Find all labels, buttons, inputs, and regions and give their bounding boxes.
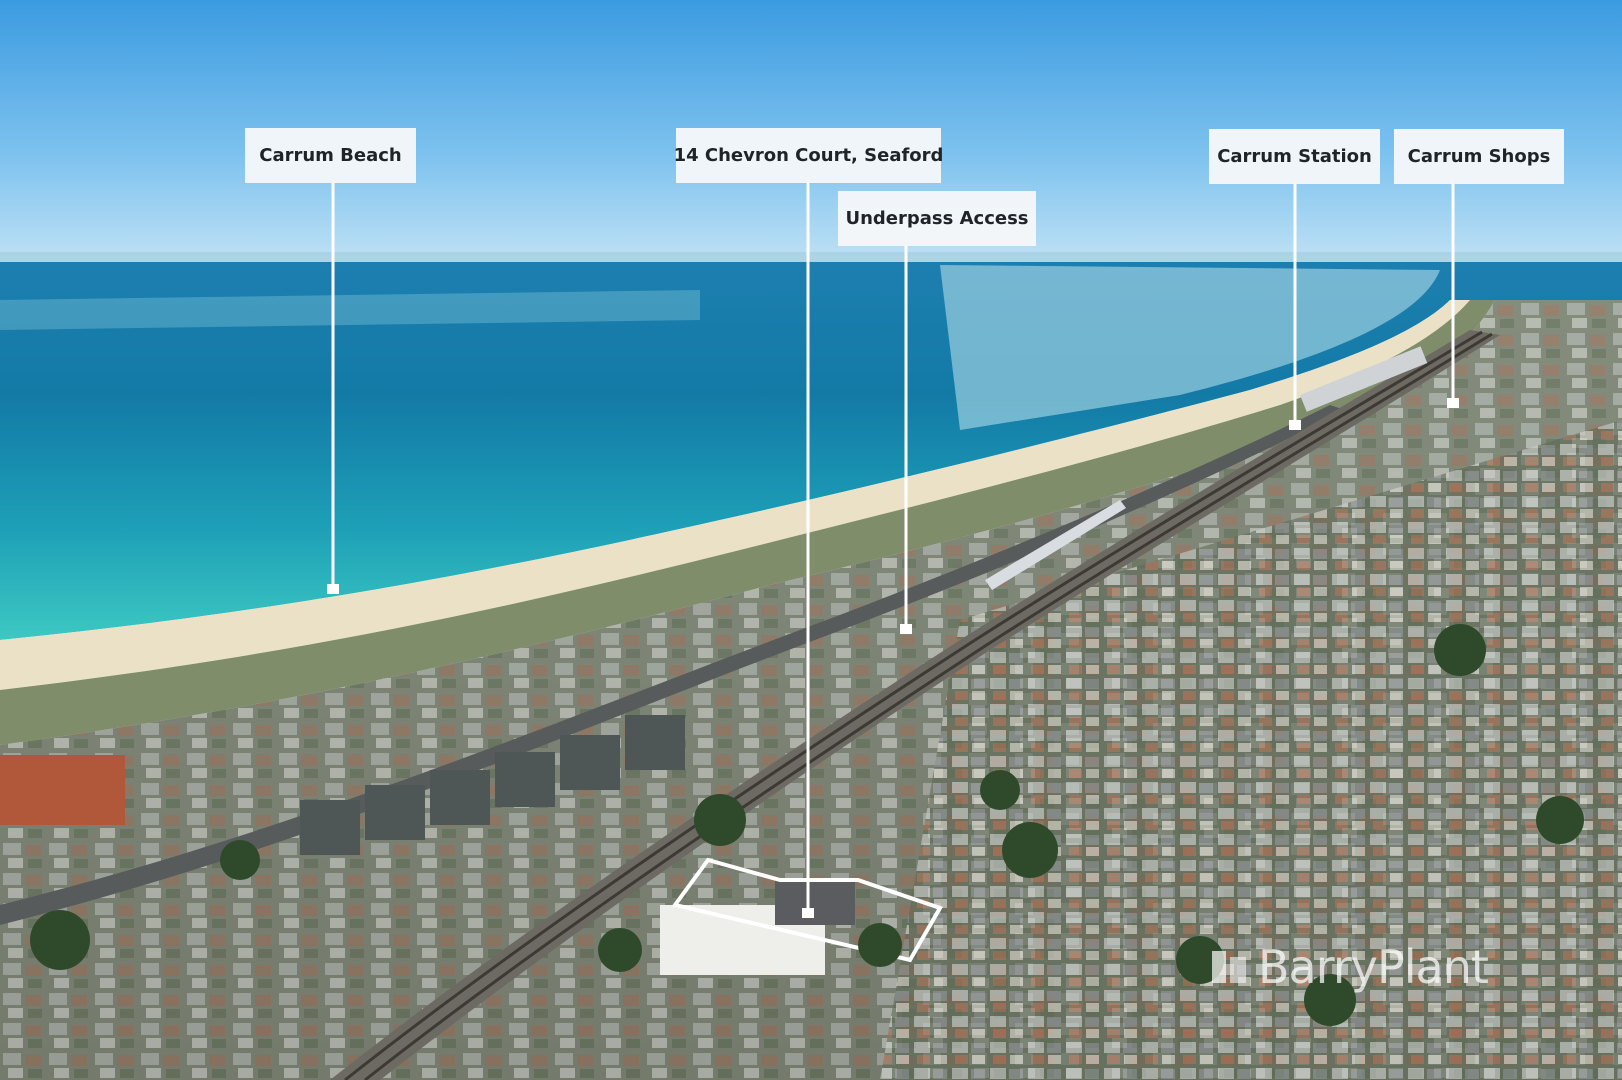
carrum-beach-label: Carrum Beach (245, 128, 416, 183)
underpass-access-label: Underpass Access (838, 191, 1036, 246)
chevron-court-label: 14 Chevron Court, Seaford (674, 128, 943, 183)
chevron-court-pointer-end (802, 908, 814, 918)
carrum-station-pointer-end (1289, 420, 1301, 430)
underpass-pointer-end (900, 624, 912, 634)
carrum-station-label: Carrum Station (1209, 129, 1380, 184)
carrum-shops-pointer-end (1447, 398, 1459, 408)
barry-plant-watermark: BarryPlant (1210, 932, 1540, 1002)
carrum-beach-pointer-end (327, 584, 339, 594)
carrum-shops-label: Carrum Shops (1394, 129, 1564, 184)
watermark-brand: BarryPlant (1258, 940, 1489, 994)
barry-plant-logo-icon (1212, 951, 1246, 983)
